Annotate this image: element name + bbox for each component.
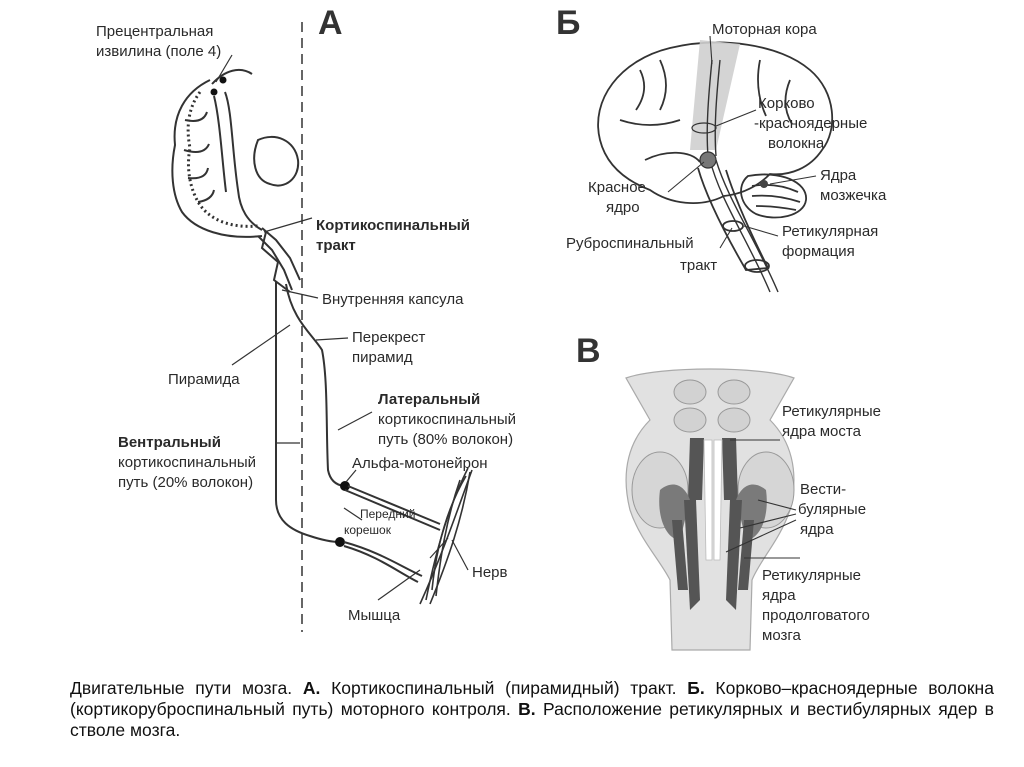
panel-a-letter: А	[318, 4, 343, 42]
label-ventral-3: путь (20% волокон)	[118, 474, 253, 491]
label-reticular-formation-2: формация	[782, 243, 855, 260]
lateral-corticospinal-tract	[285, 283, 345, 487]
panel-c-letter: В	[576, 332, 601, 370]
descending-tract	[257, 227, 301, 293]
caption-part-3: Корково–красноядерные волокна (кортикору…	[70, 678, 994, 719]
caption-letter-a: А.	[302, 678, 321, 698]
alpha-motoneuron-dot	[340, 481, 350, 491]
figure-caption: Двигательные пути мозга. А. Кортикоспина…	[70, 678, 994, 741]
medulla-reticular-nuclei	[672, 500, 754, 610]
panel-c: В	[576, 332, 881, 651]
label-cerebellar-nuclei-1: Ядра	[820, 167, 857, 184]
label-motor-cortex: Моторная кора	[712, 21, 817, 38]
caption-part-4: Расположение ретикулярных и вестибулярны…	[70, 699, 994, 740]
label-red-nucleus-2: ядро	[606, 199, 640, 216]
panel-a-labels: Прецентральная извилина (поле 4) Кортико…	[96, 23, 516, 624]
panel-b-labels: Моторная кора Корково -красноядерные вол…	[566, 21, 887, 274]
label-ventral-2: кортикоспинальный	[118, 454, 256, 471]
panel-c-labels: Ретикулярные ядра моста Вести- булярные …	[762, 403, 881, 644]
label-lateral-1: Латеральный	[378, 391, 480, 408]
caption-letter-b: Б.	[687, 678, 705, 698]
label-cortico-red-2: -красноядерные	[754, 115, 867, 132]
cerebellar-nucleus-marker	[760, 180, 768, 188]
label-medulla-reticular-3: продолговатого	[762, 607, 870, 624]
panel-b: Б	[556, 4, 887, 293]
label-vestibular-2: булярные	[798, 501, 866, 518]
cortico-rubral-fibers	[706, 59, 779, 293]
muscle-shape	[419, 467, 473, 605]
superior-colliculi	[673, 379, 751, 433]
caption-letter-c: В.	[518, 699, 536, 719]
label-medulla-reticular-2: ядра	[762, 587, 796, 604]
panel-a-leaders	[215, 54, 469, 601]
caption-part-1: Двигательные пути мозга.	[70, 678, 293, 698]
cortex-neuron-1	[219, 76, 227, 84]
label-pons-reticular-1: Ретикулярные	[782, 403, 881, 420]
label-lateral-2: кортикоспинальный	[378, 411, 516, 428]
label-lateral-3: путь (80% волокон)	[378, 431, 513, 448]
label-decussation-1: Перекрест	[352, 329, 426, 346]
label-cerebellar-nuclei-2: мозжечка	[820, 187, 887, 204]
panel-b-leaders	[667, 35, 817, 249]
label-anterior-root-2: корешок	[344, 523, 392, 537]
label-decussation-2: пирамид	[352, 349, 413, 366]
red-nucleus-marker	[699, 151, 717, 169]
label-reticular-formation-1: Ретикулярная	[782, 223, 878, 240]
label-nerve: Нерв	[472, 564, 508, 581]
cortex-neuron-2	[210, 88, 218, 96]
label-precentral-2: извилина (поле 4)	[96, 43, 221, 60]
ventral-corticospinal-tract	[275, 282, 341, 543]
cortex-hemisphere	[171, 68, 300, 238]
label-corticospinal-2: тракт	[316, 237, 356, 254]
label-vestibular-3: ядра	[800, 521, 834, 538]
label-cortico-red-3: волокна	[768, 135, 825, 152]
cortico-rubral-marker	[691, 122, 717, 134]
label-internal-capsule: Внутренняя капсула	[322, 291, 464, 308]
panel-a: А	[96, 4, 516, 632]
label-anterior-root-1: Передний	[360, 507, 415, 521]
panel-c-leaders	[725, 439, 800, 559]
panel-b-letter: Б	[556, 4, 580, 42]
label-corticospinal-1: Кортикоспинальный	[316, 217, 470, 234]
anterior-root-dot	[335, 537, 345, 547]
pons-reticular-nuclei	[688, 438, 738, 500]
caption-part-2: Кортикоспинальный (пирамидный) тракт.	[331, 678, 677, 698]
label-alpha-motoneuron: Альфа-мотонейрон	[352, 455, 488, 472]
label-medulla-reticular-4: мозга	[762, 627, 802, 644]
label-medulla-reticular-1: Ретикулярные	[762, 567, 861, 584]
central-columns	[703, 439, 723, 561]
label-rubrospinal-2: тракт	[680, 257, 717, 274]
label-pons-reticular-2: ядра моста	[782, 423, 862, 440]
label-vestibular-1: Вести-	[800, 481, 846, 498]
brain-lateral-view	[597, 41, 834, 273]
label-precentral-1: Прецентральная	[96, 23, 213, 40]
label-pyramid: Пирамида	[168, 371, 240, 388]
label-rubrospinal-1: Руброспинальный	[566, 235, 694, 252]
label-muscle: Мышца	[348, 607, 401, 624]
label-cortico-red-1: Корково	[758, 95, 815, 112]
label-ventral-1: Вентральный	[118, 434, 221, 451]
label-red-nucleus-1: Красное	[588, 179, 646, 196]
